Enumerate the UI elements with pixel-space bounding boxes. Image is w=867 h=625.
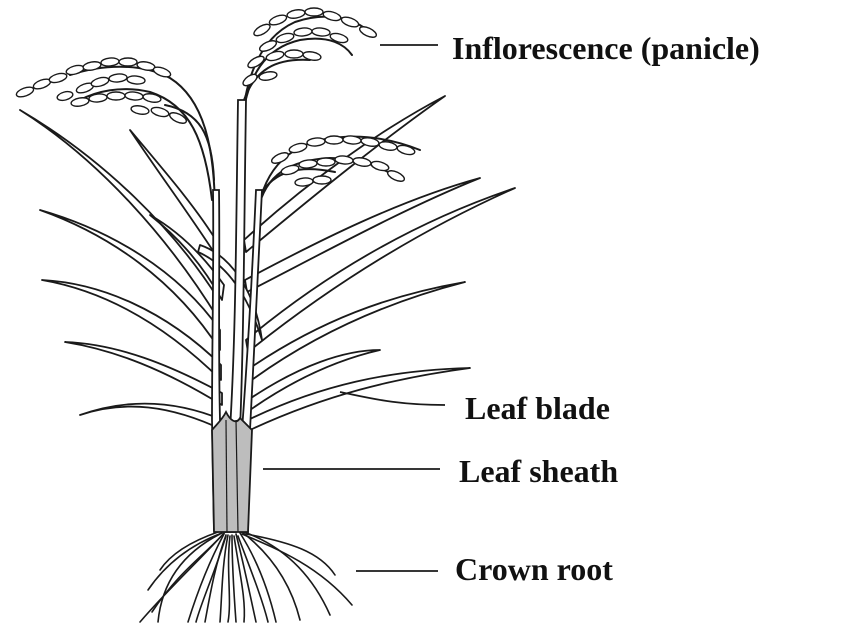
crown-roots: [140, 532, 352, 622]
leaf-sheath-shape: [212, 412, 252, 532]
leaf-blades: [20, 96, 515, 430]
leader-line-leaf-blade: [340, 392, 445, 405]
label-leaf-sheath: Leaf sheath: [459, 455, 618, 487]
label-inflorescence: Inflorescence (panicle): [452, 32, 760, 64]
label-leaf-blade: Leaf blade: [465, 392, 610, 424]
rice-grains: [15, 8, 416, 187]
label-crown-root: Crown root: [455, 553, 613, 585]
